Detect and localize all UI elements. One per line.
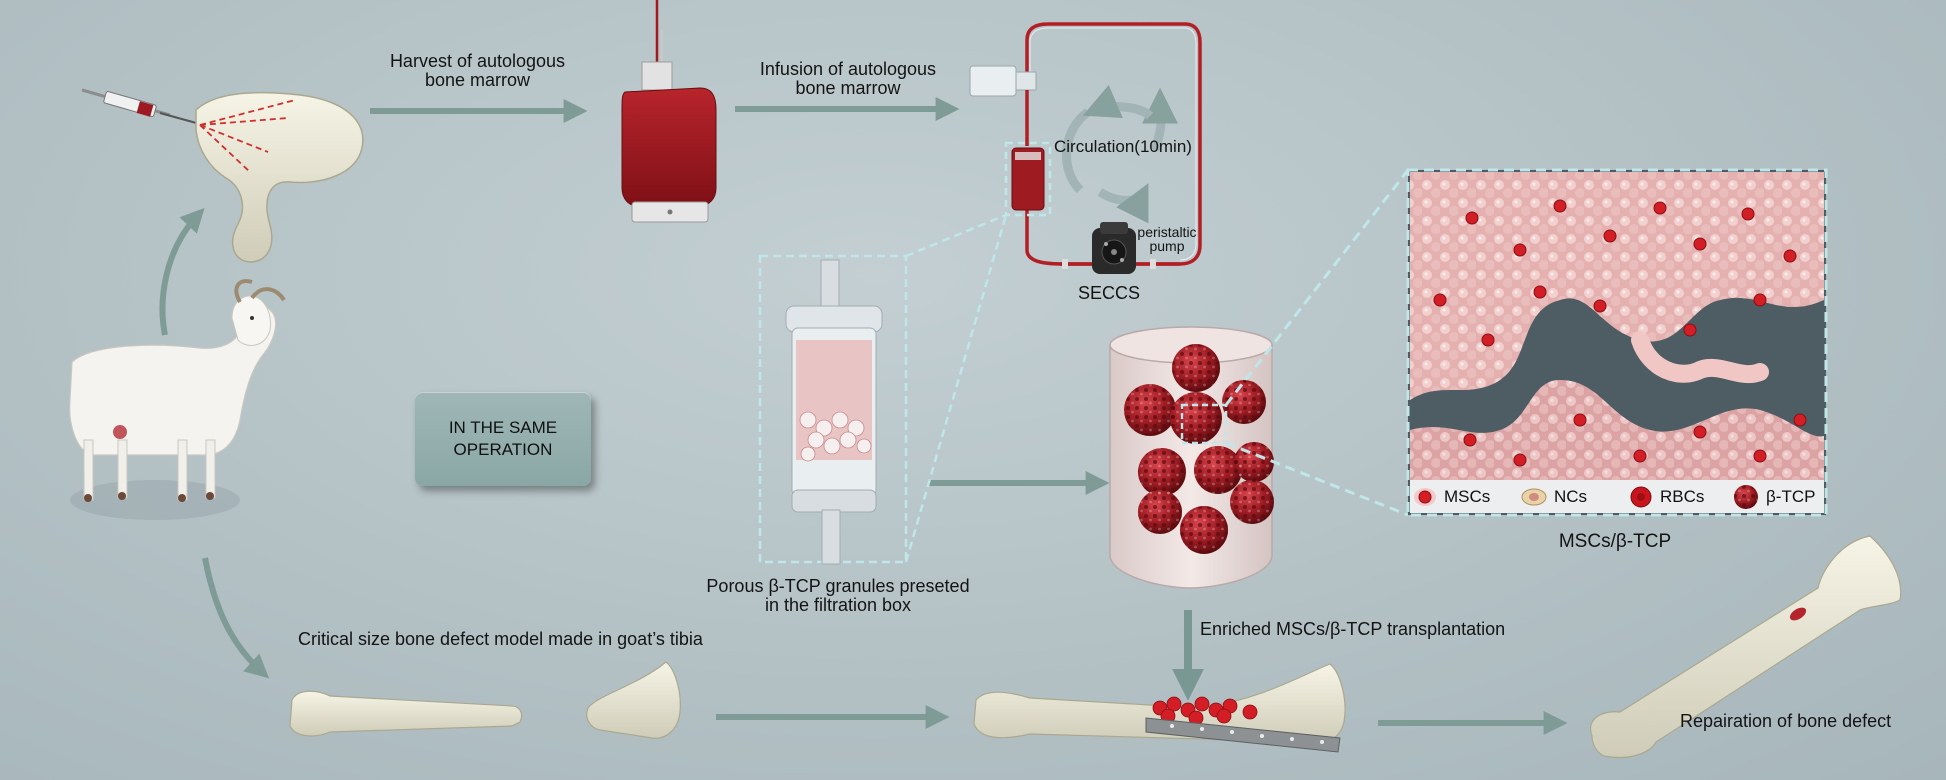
filtration-box-zoom [758,213,1008,565]
transplantation-label: Enriched MSCs/β-TCP transplantation [1200,619,1506,639]
tibia-implanted-bone [973,663,1346,753]
legend-item: MSCs [1412,482,1490,512]
composite-label: MSCs/β-TCP [1558,531,1672,552]
defect-model-label: Critical size bone defect model made in … [298,629,703,649]
rbc-cell-icon [1630,486,1652,508]
legend-item: β-TCP [1732,482,1815,512]
pelvis-bone-icon [195,91,364,263]
seccs-circuit [969,22,1202,266]
goat-icon [69,279,286,520]
peristaltic-pump-icon [1060,222,1180,274]
legend-item: RBCs [1628,482,1704,512]
circulation-arrows-icon [1062,84,1179,224]
flow-arrows [159,97,1568,735]
granules-label: Porous β-TCP granules preseted in the fi… [706,576,970,615]
legend-label: MSCs [1444,487,1491,506]
tcp-cup-icon [1109,169,1410,589]
repair-label: Repairation of bone defect [1680,711,1892,731]
nc-cell-icon [1521,488,1547,506]
tibia-defect-model [289,661,681,739]
tcp-granule-icon [1734,485,1758,509]
magnified-tissue-view [1406,168,1828,517]
msc-cell-icon [1414,488,1436,506]
same-operation-badge: IN THE SAME OPERATION [415,392,591,486]
syringe-icon [81,88,201,125]
repaired-bone-icon [1590,535,1902,759]
legend-item: NCs [1520,482,1587,512]
blood-bag-icon [621,0,717,223]
seccs-label: SECCS [1078,283,1141,303]
legend-label: RBCs [1660,487,1705,506]
legend-label: β-TCP [1766,487,1816,506]
tcp-granules [1124,344,1274,554]
pump-label: peristaltic pump [1137,224,1197,254]
infusion-label: Infusion of autologous bone marrow [759,59,937,98]
legend-label: NCs [1554,487,1588,506]
circulation-label: Circulation(10min) [1054,137,1192,156]
harvest-label: Harvest of autologous bone marrow [389,51,566,90]
